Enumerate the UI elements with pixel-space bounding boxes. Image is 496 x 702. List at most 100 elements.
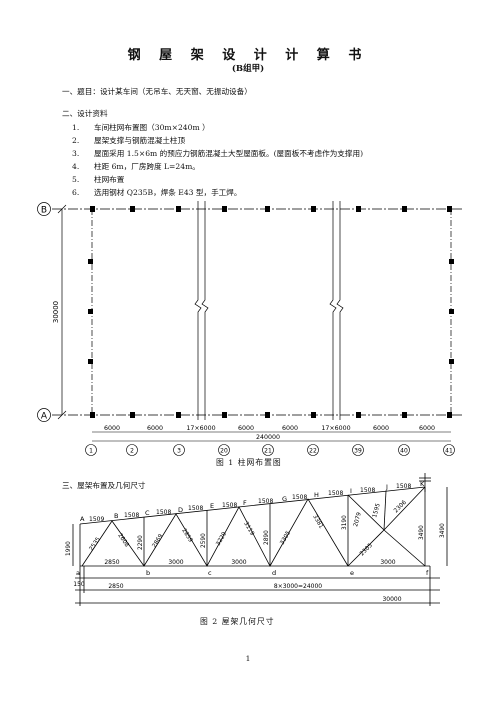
axis-number: 21 [264,448,272,455]
list-item-5: 5.柱网布置 [72,175,124,185]
page-number: 1 [245,654,251,663]
column-marker [449,259,454,264]
list-item-number: 1. [72,123,80,132]
column-marker [265,412,270,418]
diagonal-length-label: 3381 [311,514,324,530]
bay-label: 6000 [282,425,298,432]
bay-label: 6000 [419,425,435,432]
list-item-number: 3. [72,149,80,158]
bay-label: 17×6000 [186,425,215,432]
axis-number: 1 [89,448,93,455]
dimension-tick [57,204,67,214]
column-marker [130,206,135,212]
span-dimension-label: 30000 [52,301,60,323]
axis-bubble-a: A [37,408,51,422]
panel-length-label: 1509 [89,516,104,523]
bay-label: 6000 [147,425,163,432]
list-item-number: 2. [72,136,80,145]
document-subtitle: (B组甲) [231,64,265,74]
column-marker [88,309,93,314]
break-line-2 [329,201,344,420]
section-2-heading: 二、设计资料 [62,109,108,118]
break-line-1 [194,201,209,420]
column-marker [222,412,227,418]
diagonal-length-label: 1595 [372,502,382,518]
gable-columns [88,259,454,364]
top-chord [79,486,426,525]
figure-1-caption: 图 1 柱网布置图 [216,458,282,467]
vertical-length-label: 2890 [264,530,270,545]
total-length-label: 240000 [256,434,280,441]
list-item-text: 屋面采用 1.5×6m 的预应力钢筋混凝土大型屋面板。(屋面板不考虑作为支撑用) [94,149,364,158]
node-label: d [272,569,276,577]
panel-length-label: 1508 [328,490,343,497]
axis-bubble [443,444,455,456]
panel-length-label: 1508 [188,505,203,512]
list-item-text: 屋架支撑与钢筋混凝土柱顶 [94,136,186,145]
list-item-6: 6.选用钢材 Q235B，焊条 E43 型，手工焊。 [72,188,241,198]
column-marker [449,309,454,314]
list-item-number: 5. [72,175,80,184]
bottom-panel-label: 2850 [104,559,119,566]
axis-bubble [307,444,319,456]
node-label: F [243,499,247,507]
panels-dimension: 8×3000=24000 [274,583,322,590]
web-diagonal [347,529,385,567]
axis-bubble [173,444,185,456]
axis-bubble [85,444,97,456]
list-item-2: 2. 屋架支撑与钢筋混凝土柱顶 [72,136,185,146]
document-title: 钢 屋 架 设 计 计 算 书 [127,48,369,63]
axis-bubble-b: B [37,202,51,216]
vertical-length-label: 2590 [201,533,207,548]
end-offset-label: 150 [73,581,85,588]
axis-number: 3 [177,448,181,455]
node-label: A [80,515,85,523]
axis-number: 2 [130,448,134,455]
axis-number: 39 [354,448,362,455]
column-marker [90,412,95,418]
web-diagonals [81,498,349,567]
column-marker [88,359,93,364]
section-1-heading: 一、题目：设计某车间（无吊车、无天窗、无振动设备） [62,87,252,96]
node-label: J [385,483,388,491]
column-marker [176,412,181,418]
web-diagonal [383,490,387,531]
web-diagonal [347,494,385,531]
node-label: b [146,569,150,577]
column-marker [447,412,452,418]
bay-label: 6000 [104,425,120,432]
diagonal-length-label: 2608 [116,533,129,549]
vertical-length-label: 2290 [138,535,144,550]
column-marker [176,206,181,212]
vertical-length-label: 3190 [342,515,348,530]
right-height-label: 3490 [440,523,446,538]
node-label: f [426,569,429,577]
list-item-number: 4. [72,162,80,171]
bay-label: 6000 [238,425,254,432]
column-marker [402,412,407,418]
diagonal-length-label: 3229 [216,531,229,547]
node-label: a [76,569,80,577]
axis-label-b: B [41,206,47,216]
column-marker [356,206,361,212]
list-item-1: 1. 车间柱网布置图（30m×240m ） [72,123,210,133]
column-grid-drawing: B A 30000 [37,201,462,456]
diagonal-length-label: 2869 [152,533,165,549]
panel-length-label: 1508 [396,483,411,490]
column-marker [311,206,316,212]
bottom-panel-label: 3000 [231,559,246,566]
column-marker [90,206,95,212]
bottom-panel-label: 3000 [168,559,183,566]
diagonal-length-label: 3305 [280,530,293,546]
column-marker [402,206,407,212]
list-item-text: 车间柱网布置图（30m×240m ） [94,123,210,132]
axis-bubble [398,444,410,456]
figure-2-caption: 图 2 屋架几何尺寸 [200,617,275,626]
vertical-length-label: 3490 [419,525,425,540]
left-height-label: 1990 [66,541,72,556]
list-item-3: 3. 屋面采用 1.5×6m 的预应力钢筋混凝土大型屋面板。(屋面板不考虑作为支撑… [72,149,363,159]
node-label: e [350,569,354,577]
columns-row-a [90,412,452,418]
web-diagonal [383,486,426,531]
